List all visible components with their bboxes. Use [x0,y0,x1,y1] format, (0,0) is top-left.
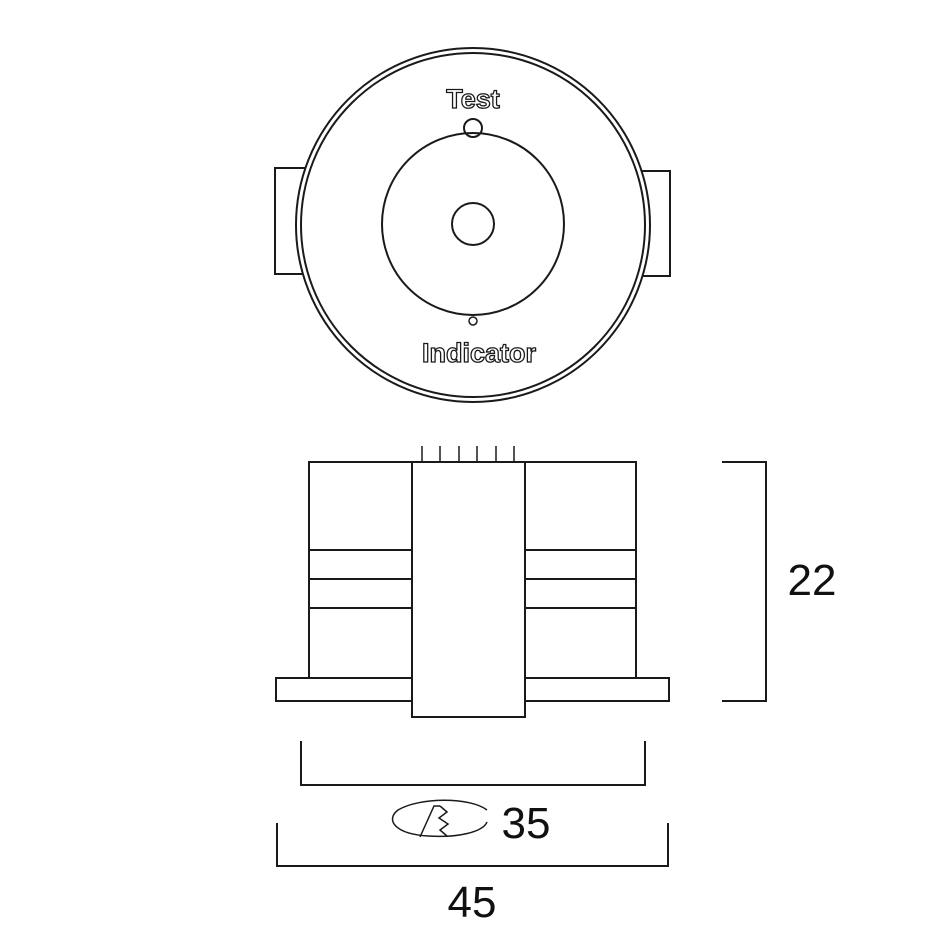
lens [451,202,495,246]
test-label: Test [446,84,500,114]
side-view [275,446,670,718]
center-block [411,461,526,718]
inner-ring [300,52,646,398]
indicator-label: Indicator [422,338,537,368]
height-dimension: 22 [722,461,837,702]
width-dimension: 45 [276,823,669,927]
lens-housing [381,132,565,316]
ceiling-cutout-icon [391,799,488,838]
outer-ring [295,47,651,403]
test-button [463,118,483,138]
width-value: 45 [448,878,497,927]
connector-pins [421,446,515,462]
cutout-value: 35 [502,799,551,848]
top-view: Test Indicator [274,47,671,403]
indicator-led [468,316,478,326]
cutout-dimension: 35 [300,741,646,848]
height-value: 22 [788,556,837,605]
